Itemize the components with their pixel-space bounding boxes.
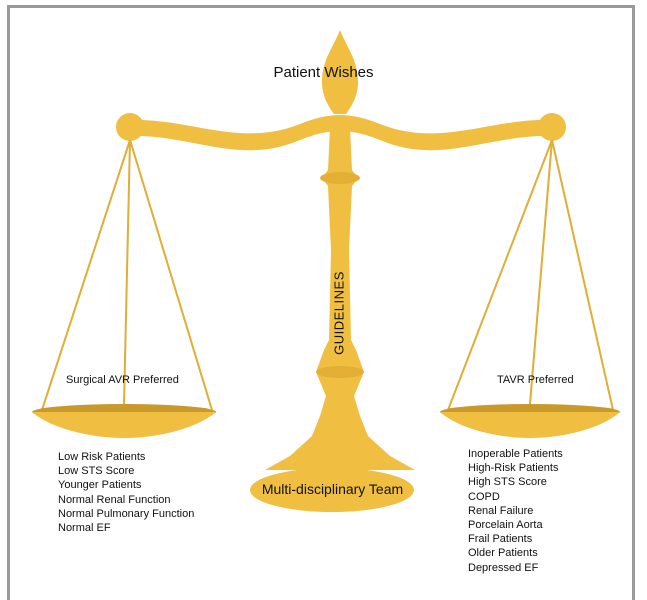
right-pan-string-center	[529, 139, 553, 405]
left-criteria-list: Low Risk Patients Low STS Score Younger …	[58, 450, 194, 535]
list-item: High STS Score	[468, 476, 547, 489]
pillar-ring-upper	[320, 172, 360, 184]
list-item: High-Risk Patients	[468, 462, 559, 475]
right-pan-string-left	[447, 139, 553, 411]
list-item: Inoperable Patients	[468, 448, 563, 460]
left-pan-string-left	[41, 139, 131, 411]
scale-base	[250, 468, 414, 512]
left-pan-string-right	[129, 139, 213, 411]
pillar-finial	[322, 30, 358, 114]
central-pillar	[265, 128, 415, 470]
list-item: Porcelain Aorta	[468, 519, 543, 532]
left-pan-bowl	[32, 412, 216, 438]
guidelines-label: GUIDELINES	[331, 271, 347, 355]
list-item: COPD	[468, 490, 500, 503]
right-beam-knob	[538, 113, 566, 141]
list-item: Depressed EF	[468, 561, 539, 574]
list-item: Normal Renal Function	[58, 493, 171, 506]
list-item: Low Risk Patients	[58, 451, 146, 463]
left-beam-knob	[116, 113, 144, 141]
patient-wishes-label: Patient Wishes	[273, 64, 374, 81]
right-criteria-list: Inoperable Patients High-Risk Patients H…	[468, 447, 563, 575]
list-item: Normal Pulmonary Function	[58, 507, 195, 520]
right-pan-title: TAVR Preferred	[497, 374, 574, 386]
right-pan-string-right	[551, 139, 614, 411]
list-item: Younger Patients	[58, 479, 142, 492]
list-item: Frail Patients	[468, 533, 533, 546]
multidisciplinary-team-label: Multi-disciplinary Team	[261, 481, 404, 497]
scale-beam	[130, 115, 552, 151]
list-item: Renal Failure	[468, 504, 534, 517]
list-item: Normal EF	[58, 522, 111, 535]
left-pan-title: Surgical AVR Preferred	[66, 374, 179, 386]
pillar-ring-lower	[316, 366, 364, 378]
figure-frame	[7, 5, 635, 600]
left-pan-string-center	[123, 139, 131, 405]
list-item: Low STS Score	[58, 465, 135, 478]
list-item: Older Patients	[468, 547, 538, 560]
right-pan-bowl	[440, 412, 620, 438]
